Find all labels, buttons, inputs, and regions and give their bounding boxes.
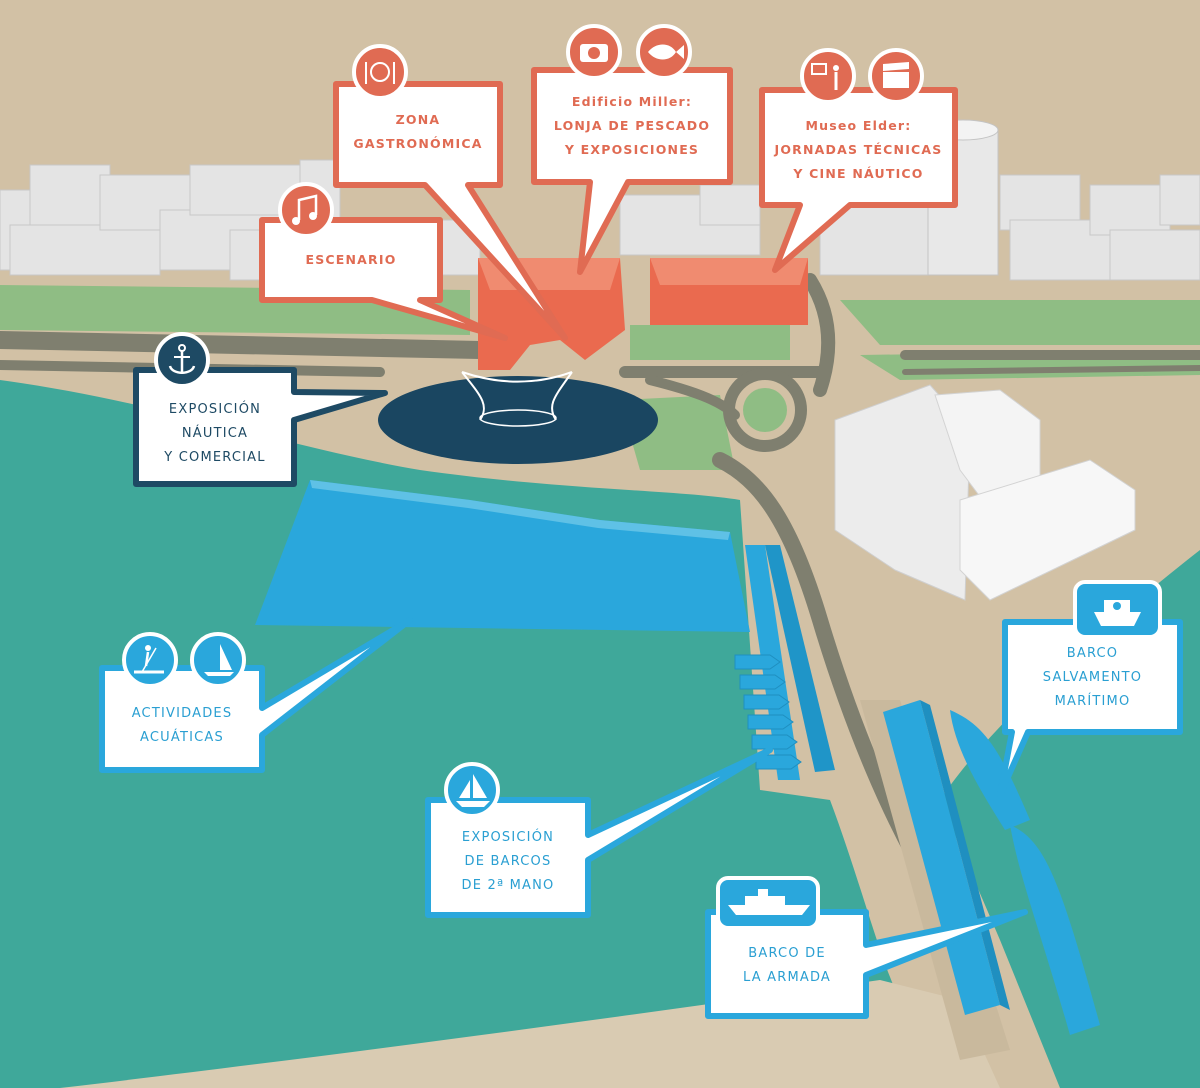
music-note-icon <box>278 182 334 238</box>
camera-icon <box>566 24 622 80</box>
actividades-acuaticas-label[interactable]: ACTIVIDADES ACUÁTICAS <box>102 702 262 750</box>
windsurf-icon <box>190 632 246 688</box>
escenario-line-1: ESCENARIO <box>305 252 397 267</box>
tent-pavilion <box>378 371 658 464</box>
salvamento-line-1: BARCO <box>1066 646 1119 661</box>
miller-line-1: Edificio Miller: <box>571 94 693 109</box>
nautica-line-3: Y COMERCIAL <box>164 450 266 465</box>
museo-elder-label[interactable]: Museo Elder: JORNADAS TÉCNICAS Y CINE NÁ… <box>762 114 955 186</box>
barcos-line-2: DE BARCOS <box>464 854 552 869</box>
zona-line-1: ZONA <box>395 112 441 127</box>
elder-line-2: JORNADAS TÉCNICAS <box>774 142 943 157</box>
small-boats <box>734 654 802 770</box>
anchor-icon <box>154 332 210 388</box>
acuaticas-line-2: ACUÁTICAS <box>140 730 224 745</box>
icons <box>122 24 1162 930</box>
clapperboard-icon <box>868 48 924 104</box>
escenario-label[interactable]: ESCENARIO <box>262 248 440 272</box>
fish-icon <box>636 24 692 80</box>
elder-line-3: Y CINE NÁUTICO <box>793 166 924 181</box>
fork-knife-plate-icon <box>352 44 408 100</box>
edificio-miller-label[interactable]: Edificio Miller: LONJA DE PESCADO Y EXPO… <box>534 90 730 162</box>
miller-line-3: Y EXPOSICIONES <box>564 142 700 157</box>
nautica-line-1: EXPOSICIÓN <box>168 402 262 417</box>
barcos-line-3: DE 2ª MANO <box>461 878 555 893</box>
navy-ship-icon <box>716 876 820 930</box>
zona-line-2: GASTRONÓMICA <box>353 136 483 151</box>
elder-line-1: Museo Elder: <box>805 118 912 133</box>
barco-salvamento-label[interactable]: BARCO SALVAMENTO MARÍTIMO <box>1005 642 1180 714</box>
armada-line-1: BARCO DE <box>748 946 826 961</box>
callouts <box>99 67 1183 1019</box>
exposicion-nautica-label[interactable]: EXPOSICIÓN NÁUTICA Y COMERCIAL <box>136 398 294 470</box>
paddleboard-icon <box>122 632 178 688</box>
zona-gastronomica-label[interactable]: ZONA GASTRONÓMICA <box>336 108 500 156</box>
white-building <box>834 384 1136 601</box>
exposicion-barcos-label[interactable]: EXPOSICIÓN DE BARCOS DE 2ª MANO <box>428 826 588 898</box>
presenter-icon <box>800 48 856 104</box>
salvamento-line-2: SALVAMENTO <box>1042 670 1143 685</box>
miller-line-2: LONJA DE PESCADO <box>553 118 711 133</box>
barco-armada-label[interactable]: BARCO DE LA ARMADA <box>708 942 866 990</box>
rescue-boat-icon <box>1073 580 1162 639</box>
sailboat-icon <box>444 762 500 818</box>
salvamento-line-3: MARÍTIMO <box>1054 694 1131 709</box>
armada-line-2: LA ARMADA <box>742 970 832 985</box>
acuaticas-line-1: ACTIVIDADES <box>131 706 233 721</box>
barcos-line-1: EXPOSICIÓN <box>461 830 555 845</box>
nautica-line-2: NÁUTICA <box>181 426 249 441</box>
